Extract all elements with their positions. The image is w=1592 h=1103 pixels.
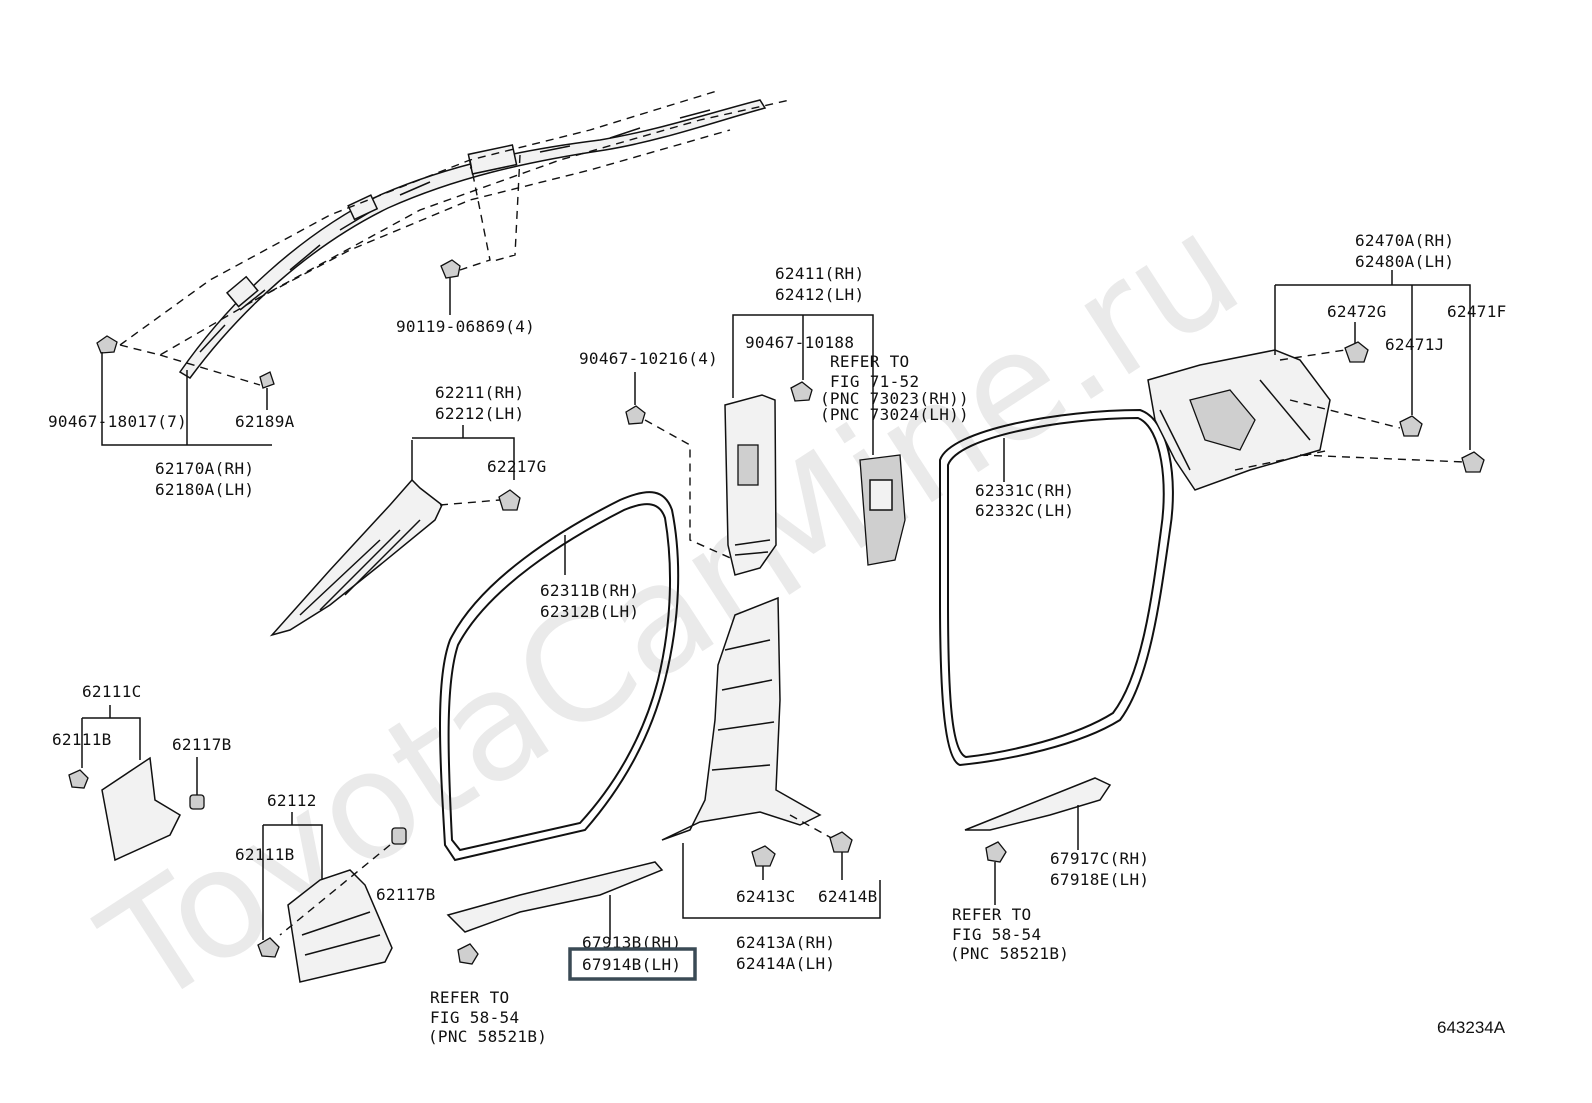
label-62111B-b: 62111B <box>235 845 295 864</box>
clip-62217G <box>498 489 521 511</box>
label-62470A: 62470A(RH) <box>1355 231 1454 250</box>
clip-62111B-a <box>68 769 89 789</box>
label-62111B-a: 62111B <box>52 730 112 749</box>
rear-scuff-plate <box>964 777 1112 850</box>
label-90119-06869: 90119-06869(4) <box>396 317 535 336</box>
label-62311B: 62311B(RH) <box>540 581 639 600</box>
seatbelt-reference-part <box>859 454 906 566</box>
ref-71-line2: FIG 71-52 <box>830 372 919 391</box>
label-62471F: 62471F <box>1447 302 1507 321</box>
curtain-airbag <box>178 99 767 379</box>
rear-door-opening-trim <box>939 408 1174 767</box>
label-62170A: 62170A(RH) <box>155 459 254 478</box>
clip-90467-10188 <box>790 381 813 402</box>
figure-number: 643234A <box>1437 1018 1506 1037</box>
ref-58-left-line3: (PNC 58521B) <box>428 1027 547 1046</box>
clip-62413C <box>751 845 776 867</box>
b-pillar-upper-garnish <box>724 314 874 576</box>
front-scuff-plate <box>446 861 664 940</box>
label-62414A: 62414A(LH) <box>736 954 835 973</box>
label-90467-18017: 90467-18017(7) <box>48 412 187 431</box>
clip-scuff-front <box>457 943 479 965</box>
highlight-box <box>568 947 697 981</box>
quarter-pillar-garnish <box>1147 270 1471 491</box>
label-62312B: 62312B(LH) <box>540 602 639 621</box>
clip-90467-18017: 90467-18017(7) <box>48 335 272 446</box>
ref-71-line4: (PNC 73024(LH)) <box>820 405 969 424</box>
label-62411: 62411(RH) <box>775 264 864 283</box>
label-62332C: 62332C(LH) <box>975 501 1074 520</box>
clip-scuff-rear <box>985 841 1007 905</box>
label-62180A: 62180A(LH) <box>155 480 254 499</box>
ref-58-right-line3: (PNC 58521B) <box>950 944 1069 963</box>
label-67918E: 67918E(LH) <box>1050 870 1149 889</box>
a-pillar-garnish <box>269 425 515 637</box>
front-door-opening-trim <box>439 491 680 862</box>
watermark: ToyotaCarMine.ru <box>74 181 1269 1041</box>
label-62414B: 62414B <box>818 887 878 906</box>
label-67914B[interactable]: 67914B(LH) <box>582 955 681 974</box>
label-62189A: 62189A <box>235 412 295 431</box>
label-67917C: 67917C(RH) <box>1050 849 1149 868</box>
clip-62471F <box>1461 451 1485 473</box>
clip-62117B-a <box>189 757 205 810</box>
ref-58-right-line1: REFER TO <box>952 905 1031 924</box>
clip-90467-10216 <box>625 372 736 561</box>
label-90467-10188: 90467-10188 <box>745 333 854 352</box>
label-62480A: 62480A(LH) <box>1355 252 1454 271</box>
label-62111C: 62111C <box>82 682 142 701</box>
label-62117B-a: 62117B <box>172 735 232 754</box>
ref-58-left-line2: FIG 58-54 <box>430 1008 519 1027</box>
label-62413C: 62413C <box>736 887 796 906</box>
airbag-dashed-outline <box>119 89 791 386</box>
ref-71-line1: REFER TO <box>830 352 909 371</box>
label-90467-10216: 90467-10216(4) <box>579 349 718 368</box>
clip-62189A: 62189A <box>235 371 295 431</box>
ref-71-line3: (PNC 73023(RH)) <box>820 389 969 408</box>
label-62112: 62112 <box>267 791 317 810</box>
label-62472G: 62472G <box>1327 302 1387 321</box>
label-62331C: 62331C(RH) <box>975 481 1074 500</box>
label-62471J: 62471J <box>1385 335 1445 354</box>
label-62412: 62412(LH) <box>775 285 864 304</box>
clip-62111B-b <box>257 937 280 958</box>
label-62217G: 62217G <box>487 457 547 476</box>
lower-cowl-trim <box>262 812 393 983</box>
ref-58-right-line2: FIG 58-54 <box>952 925 1041 944</box>
label-62413A: 62413A(RH) <box>736 933 835 952</box>
clip-62414B <box>829 831 853 880</box>
label-62117B-b: 62117B <box>376 885 436 904</box>
clip-62472G <box>1344 341 1369 363</box>
clip-62471J <box>1399 415 1423 437</box>
ref-58-left-line1: REFER TO <box>430 988 509 1007</box>
clip-90119: 90119-06869(4) <box>396 259 535 336</box>
b-pillar-lower-garnish <box>661 596 881 919</box>
label-62211: 62211(RH) <box>435 383 524 402</box>
cowl-side-trim <box>81 705 181 862</box>
clip-62117B-b <box>391 827 407 845</box>
label-62212: 62212(LH) <box>435 404 524 423</box>
